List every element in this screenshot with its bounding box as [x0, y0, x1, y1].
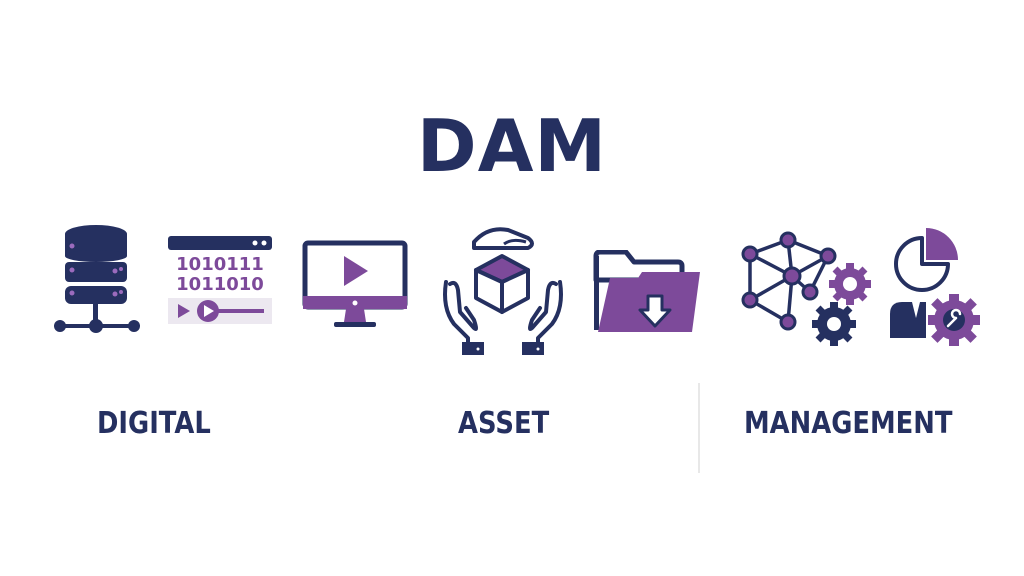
manager-chart-gear-icon	[890, 228, 980, 346]
purple-gear-icon	[829, 263, 871, 305]
network-gears-icon	[741, 231, 871, 346]
wrench-gear-icon	[928, 294, 980, 346]
label-asset: ASSET	[458, 406, 550, 441]
database-server-icon	[54, 225, 140, 333]
navy-gear-icon	[812, 302, 856, 346]
label-management: MANAGEMENT	[744, 406, 953, 441]
binary-media-window-icon: 1010111 1011010	[168, 236, 272, 324]
page-title: DAM	[416, 104, 608, 188]
binary-line-2: 1011010	[176, 274, 264, 295]
folder-download-icon	[593, 250, 700, 332]
hands-protecting-cube-icon	[443, 227, 563, 355]
label-digital: DIGITAL	[97, 406, 211, 441]
binary-line-1: 1010111	[176, 254, 264, 275]
monitor-play-icon	[302, 240, 408, 327]
divider	[698, 383, 700, 473]
